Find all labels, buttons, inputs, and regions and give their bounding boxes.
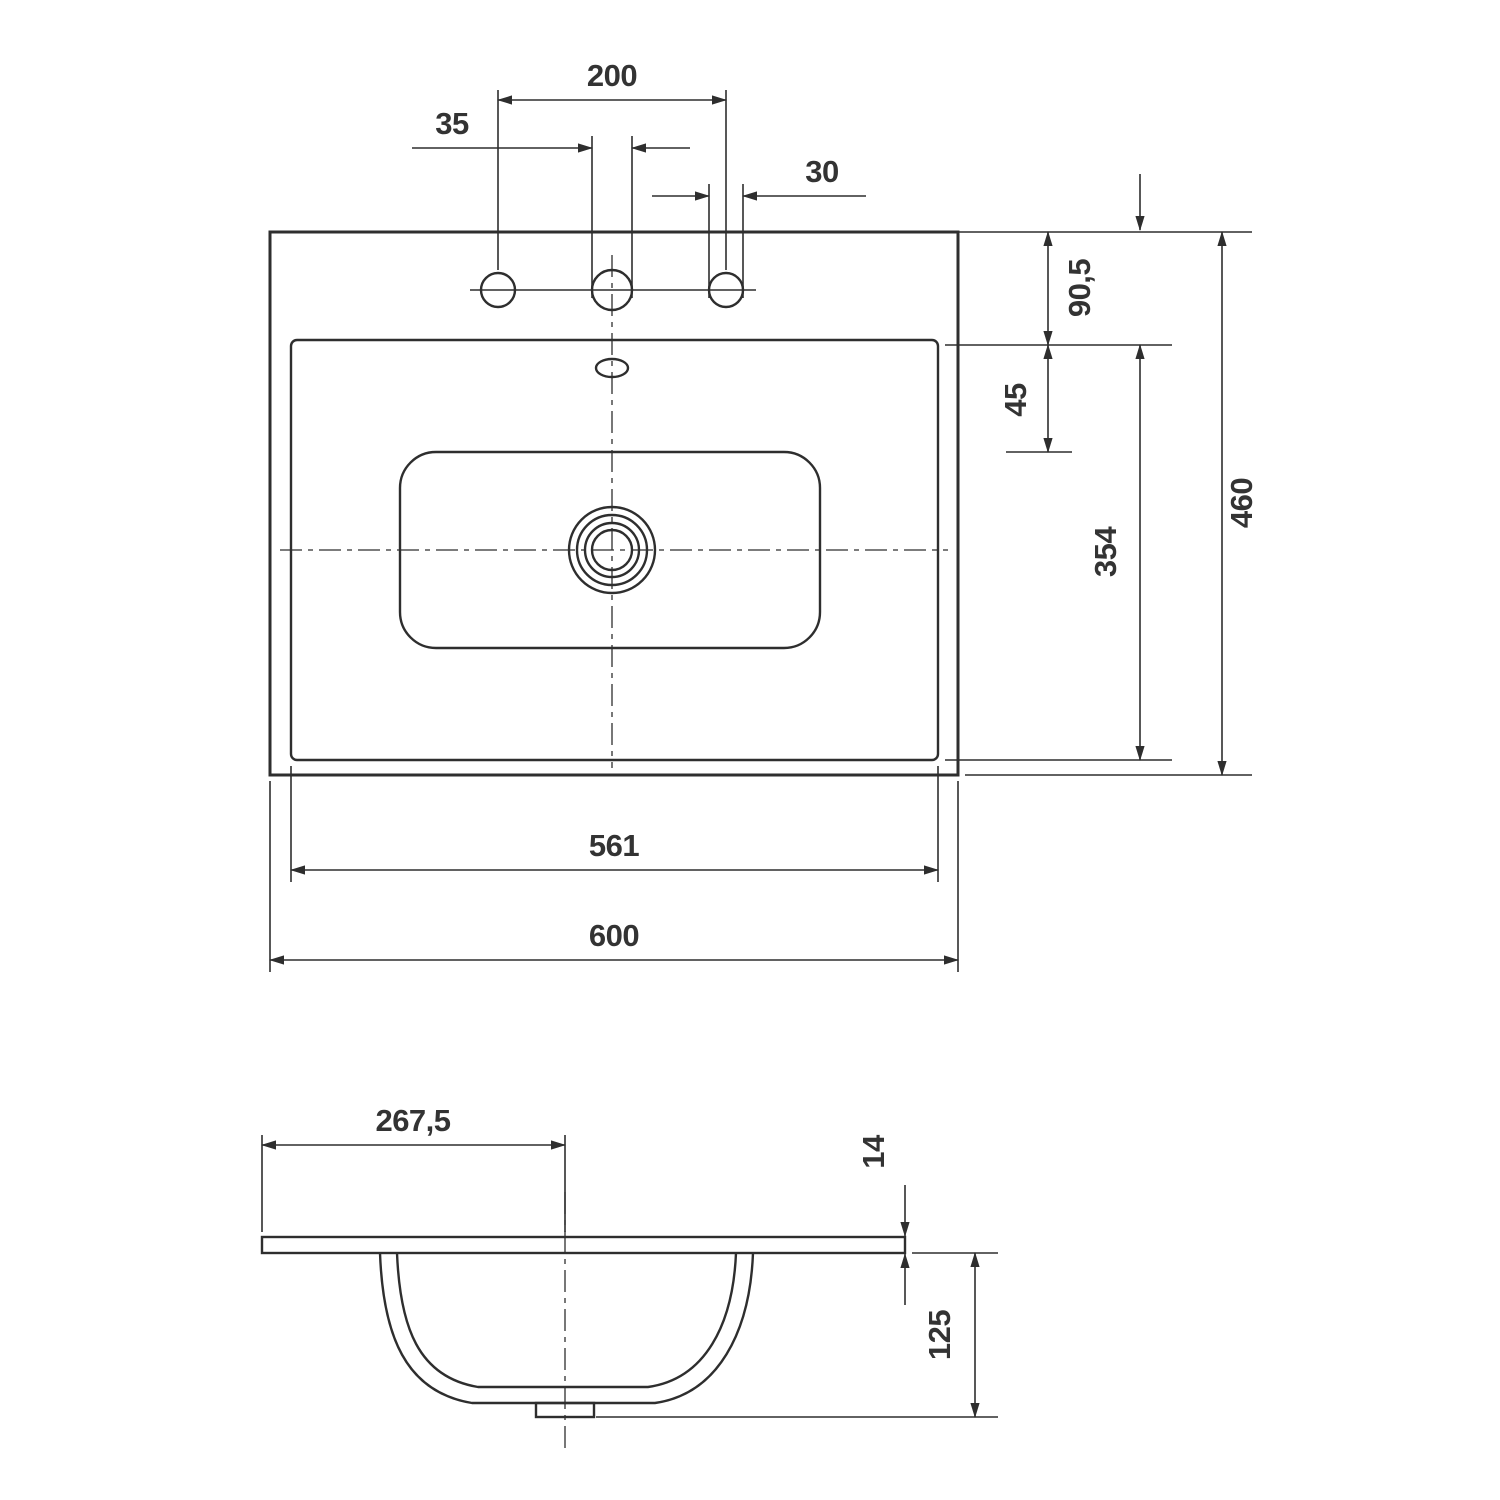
dim-edge-to-drain: 267,5 — [261, 1103, 566, 1232]
dim-basin-depth: 354 — [1088, 344, 1145, 761]
bowl-outer-profile — [378, 1252, 755, 1405]
bowl-inner-profile — [395, 1252, 738, 1389]
dim-label-center-hole: 35 — [435, 106, 469, 141]
dim-top-thickness: 14 — [856, 1134, 910, 1305]
countertop-outline — [268, 230, 960, 777]
dim-label-hole-spacing: 200 — [587, 58, 637, 93]
dim-label-basin-depth: 354 — [1088, 526, 1123, 577]
tap-hole-left — [479, 271, 517, 309]
dim-center-hole-dia: 35 — [412, 106, 690, 298]
dim-rim-to-basin: 45 — [998, 344, 1053, 453]
side-view: 267,5 14 125 — [260, 1103, 998, 1448]
dim-label-edge-to-drain: 267,5 — [375, 1103, 450, 1138]
dim-label-rim-offset: 45 — [998, 383, 1033, 417]
dim-side-hole-dia: 30 — [652, 154, 866, 298]
dim-label-overall-height: 125 — [922, 1310, 957, 1360]
dim-hole-spacing: 200 — [497, 58, 727, 270]
dim-label-top-thickness: 14 — [856, 1134, 891, 1169]
dim-back-edge-to-rim: 90,5 — [1043, 231, 1097, 346]
countertop-profile — [260, 1235, 907, 1255]
dim-basin-width: 561 — [290, 766, 939, 882]
dim-overall-width: 600 — [269, 781, 959, 972]
dim-label-overall-width: 600 — [589, 918, 639, 953]
dim-label-basin-width: 561 — [589, 828, 639, 863]
top-view: 200 35 30 90,5 — [268, 58, 1259, 972]
dim-label-side-hole: 30 — [805, 154, 838, 189]
dim-overall-depth: 460 — [1217, 231, 1259, 776]
dim-label-back-edge: 90,5 — [1062, 259, 1097, 318]
dim-overall-height: 125 — [596, 1252, 998, 1418]
dim-label-overall-depth: 460 — [1224, 478, 1259, 528]
